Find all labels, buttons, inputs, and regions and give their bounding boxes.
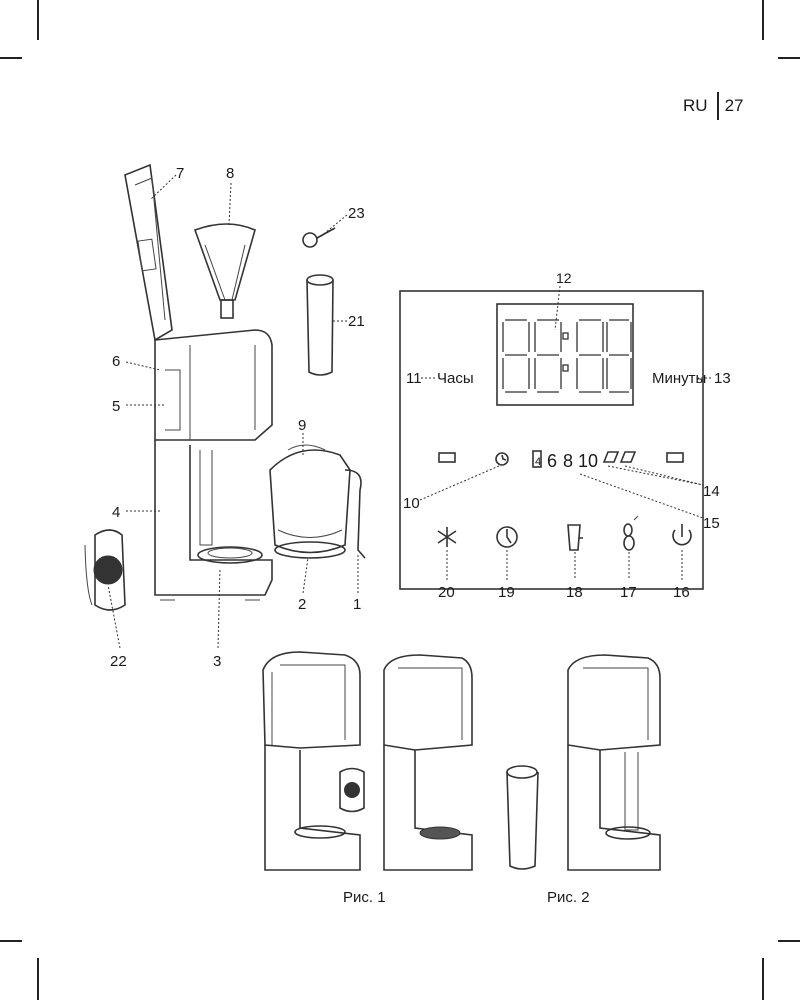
cups-button[interactable] (567, 524, 583, 551)
minutes-label: Минуты (652, 370, 706, 387)
cup-option-4: 4 (535, 456, 541, 468)
callout-16: 16 (673, 584, 690, 601)
callout-12: 12 (556, 270, 572, 286)
callout-1: 1 (353, 596, 361, 613)
crop-mark (0, 940, 22, 942)
crop-mark (778, 940, 800, 942)
strength-indicator (602, 451, 620, 463)
coffee-bean-icon (623, 523, 633, 537)
indicator-right (666, 452, 684, 463)
crop-mark (762, 0, 764, 40)
crop-mark (37, 0, 39, 40)
cup-option-8: 8 (563, 451, 573, 471)
control-panel: 12 11 Часы Минуты 13 4 6 8 10 10 14 15 (399, 270, 731, 601)
power-icon (672, 529, 692, 546)
clock-icon (496, 526, 518, 548)
callout-20: 20 (438, 584, 455, 601)
leader-lines (107, 174, 359, 649)
figure-1-drawing: Рис. 1 (262, 651, 473, 906)
callout-17: 17 (620, 584, 637, 601)
coffee-maker-drawing (84, 163, 366, 611)
strength-button[interactable] (623, 515, 639, 551)
crop-mark (762, 958, 764, 1000)
timer-indicator-icon (495, 452, 509, 466)
crop-mark (0, 57, 22, 59)
hours-label: Часы (437, 370, 474, 387)
header-divider (716, 92, 719, 120)
cup-option-6: 6 (547, 451, 557, 471)
language-code: RU (683, 96, 708, 115)
callout-9: 9 (298, 417, 306, 434)
keep-warm-button[interactable] (437, 527, 457, 547)
callout-21: 21 (348, 313, 365, 330)
figure-1-caption: Рис. 1 (343, 889, 386, 906)
part-callouts: 7 8 23 21 6 5 9 4 22 3 2 1 (110, 165, 365, 670)
page-number: 27 (724, 96, 744, 115)
figure-2-drawing: Рис. 2 (506, 654, 661, 906)
callout-8: 8 (226, 165, 234, 182)
callout-18: 18 (566, 584, 583, 601)
page-header: RU 27 (683, 92, 743, 120)
callout-6: 6 (112, 353, 120, 370)
clock-display-digits (502, 319, 632, 393)
crop-mark (778, 57, 800, 59)
cup-icon (567, 524, 583, 551)
figure-2-caption: Рис. 2 (547, 889, 590, 906)
callout-11: 11 (406, 370, 422, 387)
callout-7: 7 (176, 165, 184, 182)
callout-4: 4 (112, 504, 120, 521)
callout-3: 3 (213, 653, 221, 670)
callout-15: 15 (703, 515, 720, 532)
cup-option-10: 10 (578, 451, 598, 471)
callout-14: 14 (703, 483, 720, 500)
callout-5: 5 (112, 398, 120, 415)
callout-2: 2 (298, 596, 306, 613)
timer-button[interactable] (496, 526, 518, 548)
callout-13: 13 (714, 370, 731, 387)
crop-mark (37, 958, 39, 1000)
indicator-left (438, 452, 456, 463)
callout-23: 23 (348, 205, 365, 222)
power-button[interactable] (672, 524, 692, 546)
callout-19: 19 (498, 584, 515, 601)
callout-22: 22 (110, 653, 127, 670)
snowflake-icon (437, 527, 457, 547)
callout-10: 10 (403, 495, 420, 512)
strength-indicator (619, 451, 637, 463)
